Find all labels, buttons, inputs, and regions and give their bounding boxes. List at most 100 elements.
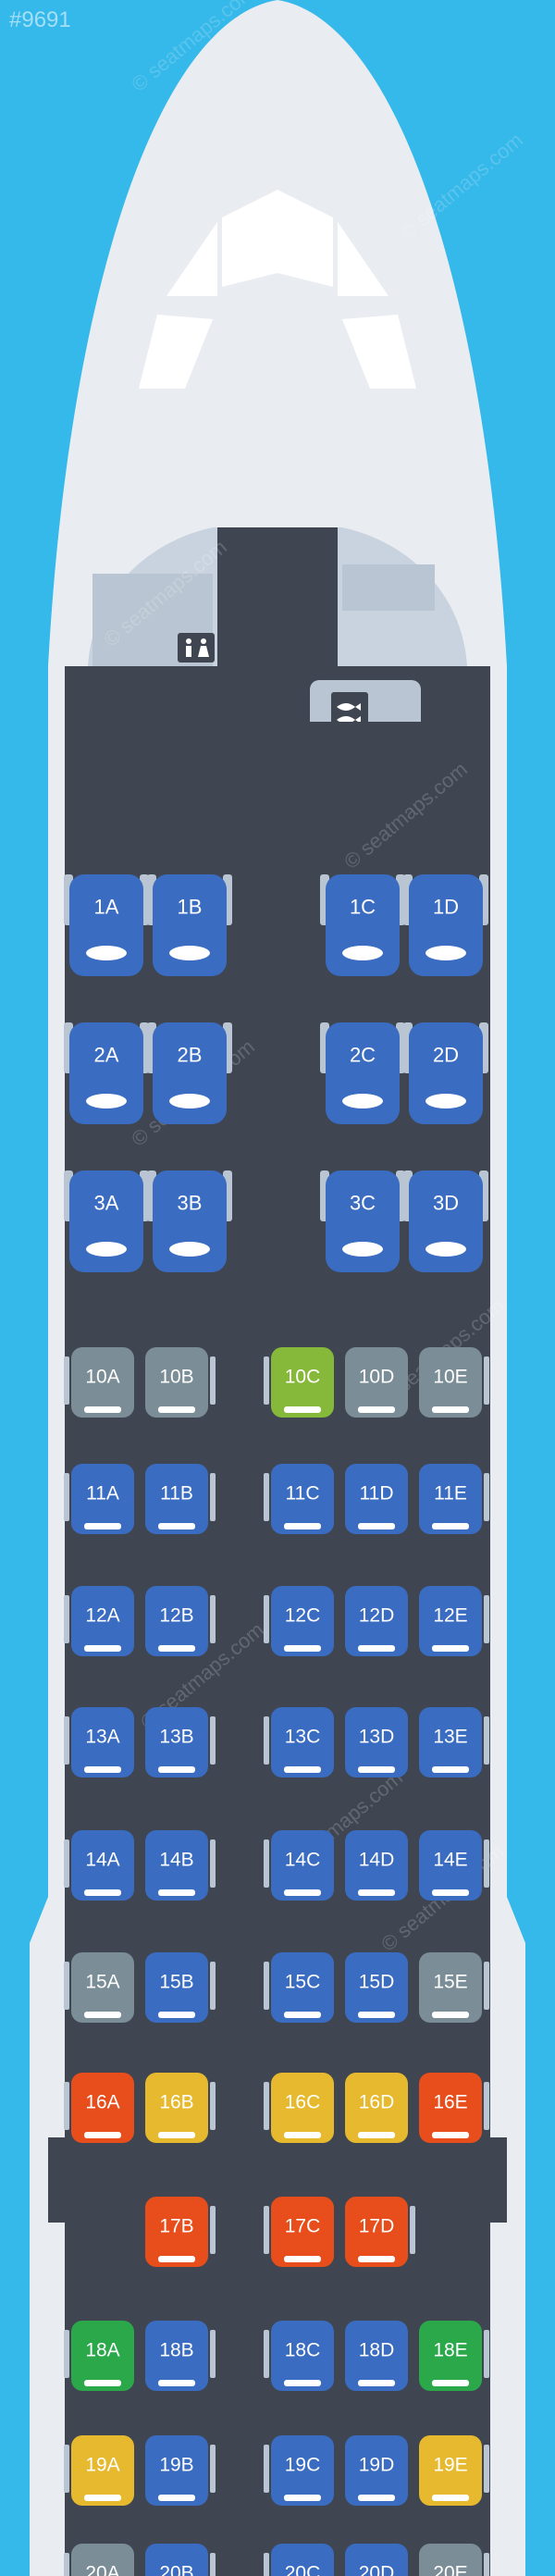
seat-11d[interactable]: 11D: [345, 1464, 408, 1534]
seat-17b[interactable]: 17B: [145, 2197, 216, 2267]
seat-label: 1B: [178, 896, 203, 919]
seat-18a[interactable]: 18A: [64, 2321, 134, 2391]
seat-16a[interactable]: 16A: [64, 2073, 134, 2143]
seat-3b[interactable]: 3B: [147, 1170, 232, 1272]
seat-label: 3C: [350, 1192, 376, 1215]
seat-19a[interactable]: 19A: [64, 2435, 134, 2506]
seat-14b[interactable]: 14B: [145, 1830, 216, 1901]
seat-12c[interactable]: 12C: [264, 1586, 334, 1656]
seat-label: 20C: [285, 2563, 321, 2576]
seat-10d[interactable]: 10D: [345, 1347, 408, 1418]
seat-15b[interactable]: 15B: [145, 1952, 216, 2023]
seat-label: 19C: [285, 2455, 321, 2476]
seat-12e[interactable]: 12E: [419, 1586, 489, 1656]
seat-label: 14D: [359, 1850, 395, 1871]
seat-14e[interactable]: 14E: [419, 1830, 489, 1901]
seat-label: 11A: [86, 1483, 119, 1505]
seat-19c[interactable]: 19C: [264, 2435, 334, 2506]
seat-16b[interactable]: 16B: [145, 2073, 216, 2143]
seat-12d[interactable]: 12D: [345, 1586, 408, 1656]
seat-17c[interactable]: 17C: [264, 2197, 334, 2267]
seat-label: 16A: [85, 2092, 119, 2113]
seat-2b[interactable]: 2B: [147, 1022, 232, 1124]
seat-18c[interactable]: 18C: [264, 2321, 334, 2391]
seat-2d[interactable]: 2D: [403, 1022, 488, 1124]
seat-16c[interactable]: 16C: [264, 2073, 334, 2143]
seats: 1A 1B 1C 1D 2A 2B 2C 2D 3A 3B 3C 3D 10A 10B 10C 10D 10E 1…: [64, 874, 489, 2576]
seat-label: 16D: [359, 2092, 395, 2113]
seat-10c[interactable]: 10C: [264, 1347, 334, 1418]
seat-20e[interactable]: 20E: [419, 2544, 489, 2576]
seat-label: 15C: [285, 1972, 321, 1993]
seat-label: 10E: [433, 1367, 467, 1388]
seat-15a[interactable]: 15A: [64, 1952, 134, 2023]
seat-15e[interactable]: 15E: [419, 1952, 489, 2023]
seat-10b[interactable]: 10B: [145, 1347, 216, 1418]
seat-label: 16B: [159, 2092, 193, 2113]
seat-1d[interactable]: 1D: [403, 874, 488, 976]
seat-label: 12D: [359, 1605, 395, 1627]
seat-label: 3A: [94, 1192, 119, 1215]
seat-15c[interactable]: 15C: [264, 1952, 334, 2023]
seat-1c[interactable]: 1C: [320, 874, 405, 976]
seat-16d[interactable]: 16D: [345, 2073, 408, 2143]
seat-label: 14E: [433, 1850, 467, 1871]
seat-1b[interactable]: 1B: [147, 874, 232, 976]
seat-13a[interactable]: 13A: [64, 1707, 134, 1777]
seat-label: 13A: [85, 1727, 119, 1748]
seat-label: 14A: [85, 1850, 119, 1871]
seat-1a[interactable]: 1A: [64, 874, 149, 976]
seat-13c[interactable]: 13C: [264, 1707, 334, 1777]
seat-12b[interactable]: 12B: [145, 1586, 216, 1656]
cockpit-windows: [139, 190, 416, 389]
seat-14a[interactable]: 14A: [64, 1830, 134, 1901]
seat-label: 2D: [433, 1044, 459, 1067]
seat-20d[interactable]: 20D: [345, 2544, 408, 2576]
seat-label: 2A: [94, 1044, 119, 1067]
seat-19b[interactable]: 19B: [145, 2435, 216, 2506]
seat-14c[interactable]: 14C: [264, 1830, 334, 1901]
seat-10e[interactable]: 10E: [419, 1347, 489, 1418]
seat-label: 17C: [285, 2216, 321, 2237]
seat-17d[interactable]: 17D: [345, 2197, 415, 2267]
seat-3d[interactable]: 3D: [403, 1170, 488, 1272]
seat-label: 15E: [433, 1972, 467, 1993]
seat-19d[interactable]: 19D: [345, 2435, 408, 2506]
seat-2c[interactable]: 2C: [320, 1022, 405, 1124]
seat-11a[interactable]: 11A: [64, 1464, 134, 1534]
seat-20b[interactable]: 20B: [145, 2544, 216, 2576]
seat-label: 14B: [159, 1850, 193, 1871]
seat-label: 16C: [285, 2092, 321, 2113]
seat-18b[interactable]: 18B: [145, 2321, 216, 2391]
seat-16e[interactable]: 16E: [419, 2073, 489, 2143]
seat-18e[interactable]: 18E: [419, 2321, 489, 2391]
seat-label: 1D: [433, 896, 459, 919]
seat-15d[interactable]: 15D: [345, 1952, 408, 2023]
seat-13b[interactable]: 13B: [145, 1707, 216, 1777]
seat-13e[interactable]: 13E: [419, 1707, 489, 1777]
seat-19e[interactable]: 19E: [419, 2435, 489, 2506]
seat-11b[interactable]: 11B: [145, 1464, 216, 1534]
seat-2a[interactable]: 2A: [64, 1022, 149, 1124]
seat-14d[interactable]: 14D: [345, 1830, 408, 1901]
seat-11c[interactable]: 11C: [264, 1464, 334, 1534]
seat-20a[interactable]: 20A: [64, 2544, 134, 2576]
seat-label: 15B: [159, 1972, 193, 1993]
seat-18d[interactable]: 18D: [345, 2321, 408, 2391]
seat-label: 10B: [159, 1367, 193, 1388]
seat-10a[interactable]: 10A: [64, 1347, 134, 1418]
seat-label: 10A: [85, 1367, 119, 1388]
seat-label: 20E: [433, 2563, 467, 2576]
seat-12a[interactable]: 12A: [64, 1586, 134, 1656]
seat-11e[interactable]: 11E: [419, 1464, 489, 1534]
seat-label: 12C: [285, 1605, 321, 1627]
seat-label: 20A: [85, 2563, 119, 2576]
seat-label: 10D: [359, 1367, 395, 1388]
seat-label: 19E: [433, 2455, 467, 2476]
seat-3c[interactable]: 3C: [320, 1170, 405, 1272]
seat-3a[interactable]: 3A: [64, 1170, 149, 1272]
seat-20c[interactable]: 20C: [264, 2544, 334, 2576]
seat-13d[interactable]: 13D: [345, 1707, 408, 1777]
map-id: #9691: [9, 7, 71, 32]
